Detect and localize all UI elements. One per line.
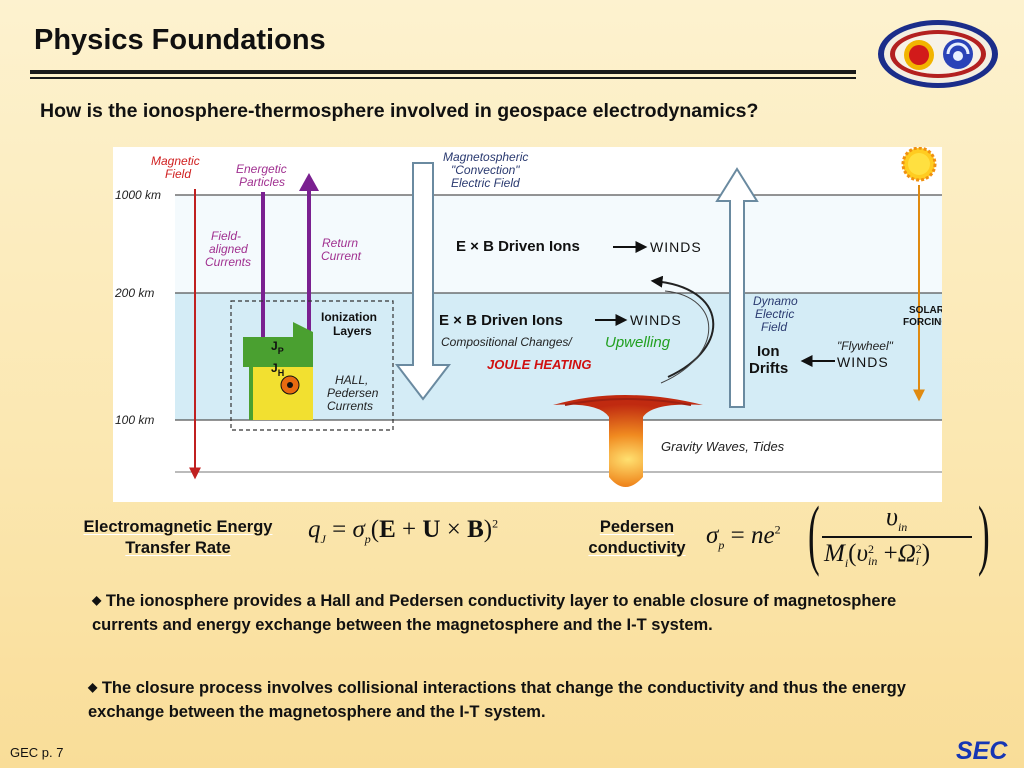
pedersen-label-line2: conductivity <box>588 539 686 557</box>
ion-drifts-label: Ion Drifts <box>749 343 788 377</box>
winds-upper-label: WINDS <box>650 239 702 255</box>
magnetic-field-label: Magnetic Field <box>151 154 203 181</box>
slide-title: Physics Foundations <box>34 24 326 56</box>
em-energy-label-line1: Electromagnetic Energy <box>83 518 273 536</box>
up-arrow-head <box>299 173 319 191</box>
upwelling-curve-arrow <box>650 275 715 378</box>
diamond-bullet-icon: ◆ <box>92 593 102 607</box>
diamond-bullet-icon: ◆ <box>88 680 98 694</box>
gravity-wave-plume <box>553 395 703 487</box>
upwelling-label: Upwelling <box>605 334 671 351</box>
upper-band <box>175 195 942 293</box>
earth-icon <box>943 39 973 69</box>
em-energy-label: Electromagnetic Energy Transfer Rate <box>62 517 294 559</box>
bullet-2: ◆ The closure process involves collision… <box>88 675 938 724</box>
energetic-particles-label: Energetic Particles <box>236 162 290 189</box>
bullet-2-text: The closure process involves collisional… <box>88 679 906 721</box>
title-rule-thin <box>30 77 856 79</box>
pedersen-label-line1: Pedersen <box>599 518 675 536</box>
dynamo-field-arrow <box>715 167 759 408</box>
jh-label: JH <box>271 361 284 378</box>
sun-icon <box>904 40 934 70</box>
return-current-label: Return Current <box>321 236 362 263</box>
slide-subtitle: How is the ionosphere-thermosphere invol… <box>40 100 759 122</box>
convection-field-arrow <box>394 162 452 401</box>
jp-label: JP <box>271 339 284 356</box>
page-footer: GEC p. 7 <box>10 745 64 760</box>
bullet-1: ◆ The ionosphere provides a Hall and Ped… <box>92 588 942 637</box>
hall-pedersen-label: HALL, Pedersen Currents <box>327 373 382 413</box>
convection-label: Magnetospheric "Convection" Electric Fie… <box>443 150 532 190</box>
dynamo-label: Dynamo Electric Field <box>753 294 801 334</box>
electron-marker-core <box>287 382 293 388</box>
field-aligned-label: Field- aligned Currents <box>205 229 251 269</box>
exb-upper-label: E × B Driven Ions <box>456 238 580 255</box>
altitude-label-100: 100 km <box>115 413 154 427</box>
sun-icon <box>901 147 937 182</box>
altitude-label-200: 200 km <box>114 286 154 300</box>
upwelling-curve-arrow-2 <box>660 290 710 384</box>
altitude-label-1000: 1000 km <box>115 188 161 202</box>
ionization-region-box <box>230 300 394 431</box>
ionization-layers-label: Ionization Layers <box>321 310 380 338</box>
joule-heating-label: JOULE HEATING <box>487 357 592 372</box>
bullet-1-text: The ionosphere provides a Hall and Peder… <box>92 592 897 634</box>
brand-mark: SEC <box>956 737 1008 765</box>
hall-layer <box>253 367 313 420</box>
joule-heating-equation: qJ = σp(E + U × B)2 <box>308 516 499 546</box>
compositional-label: Compositional Changes/ <box>441 335 573 349</box>
winds-lower-label: WINDS <box>630 312 682 328</box>
flywheel-label: "Flywheel" <box>837 339 894 353</box>
gravity-waves-label: Gravity Waves, Tides <box>661 439 785 454</box>
ionosphere-diagram: 1000 km 200 km 100 km Magnetic Field Ene… <box>113 147 942 502</box>
em-energy-label-line2: Transfer Rate <box>125 539 231 557</box>
title-rule-thick <box>30 70 856 74</box>
sec-logo <box>878 20 998 88</box>
pedersen-label: Pedersen conductivity <box>572 517 702 559</box>
winds-flywheel-label: WINDS <box>837 354 889 370</box>
exb-lower-label: E × B Driven Ions <box>439 312 563 329</box>
